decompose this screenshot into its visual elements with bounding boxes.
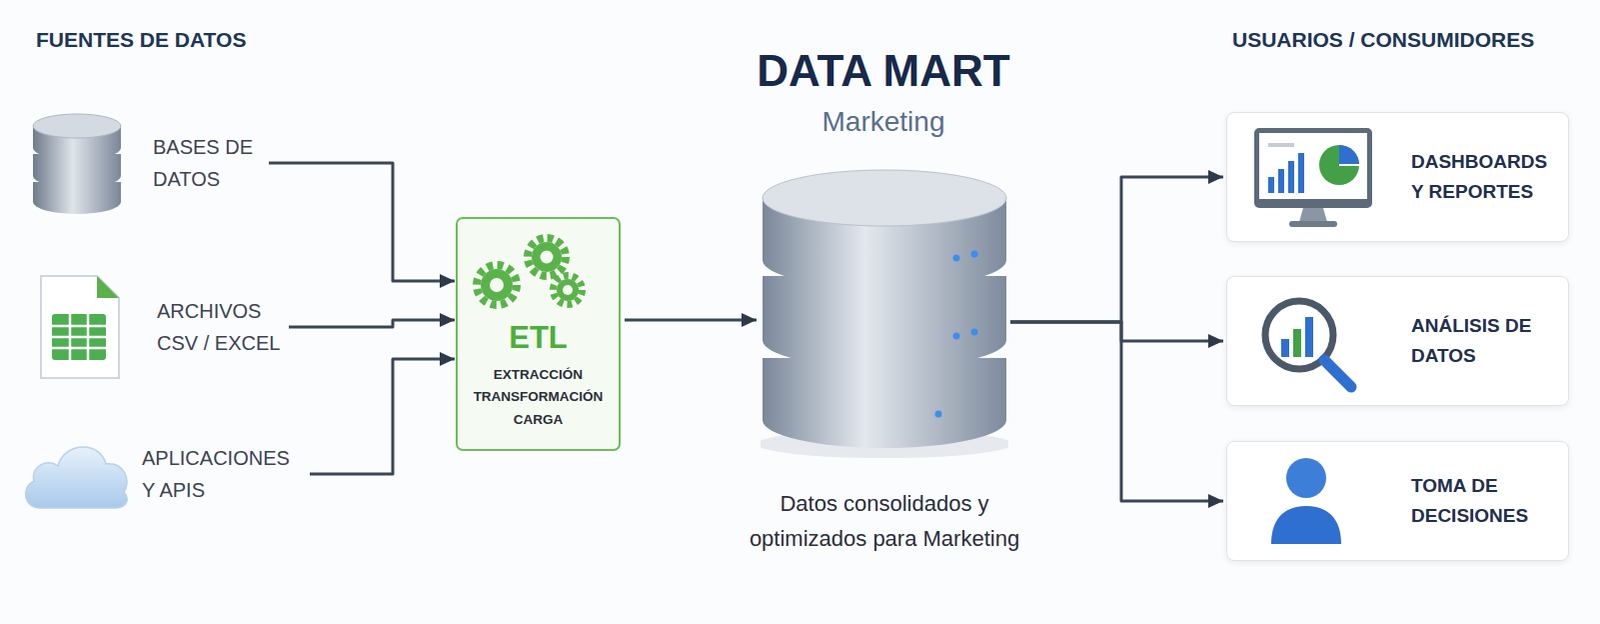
icon-part <box>556 278 579 301</box>
diagram-title: DATA MART <box>756 45 1010 96</box>
flow-arrow <box>1010 321 1224 341</box>
icon-part <box>1299 207 1328 222</box>
node-body: EXTRACCIÓN TRANSFORMACIÓN CARGA <box>463 363 614 431</box>
icon-part <box>1293 328 1302 357</box>
consumer-box: DASHBOARDS Y REPORTES <box>1226 111 1570 242</box>
node-label: Datos consolidados y optimizados para Ma… <box>720 485 1049 556</box>
icon-part <box>51 313 106 360</box>
icon-part <box>1281 338 1290 357</box>
node-label: ANÁLISIS DE DATOS <box>1411 310 1559 372</box>
icon-part <box>1278 168 1285 193</box>
icon-part <box>1254 127 1373 208</box>
subtitle: Marketing <box>822 105 946 138</box>
icon-part <box>96 275 119 298</box>
icon-part <box>1271 505 1342 544</box>
icon-part <box>40 275 119 378</box>
gears-icon <box>455 216 621 317</box>
node-label: DASHBOARDS Y REPORTES <box>1411 146 1559 208</box>
icon-part <box>527 237 566 276</box>
icon-part <box>24 446 127 508</box>
icon-part <box>562 284 573 295</box>
icon-part <box>953 332 961 340</box>
node-label: TOMA DE DECISIONES <box>1411 470 1559 532</box>
spreadsheet-icon <box>36 273 121 380</box>
icon-part <box>762 357 1007 448</box>
icon-part <box>1339 144 1360 165</box>
cloud-icon <box>19 435 134 512</box>
icon-part <box>489 277 504 292</box>
monitor-icon <box>1253 126 1374 231</box>
icon-part <box>1298 152 1305 193</box>
consumer-box: ANÁLISIS DE DATOS <box>1226 275 1570 406</box>
icon-part <box>935 410 943 418</box>
icon-part <box>1339 163 1360 166</box>
node-label: APLICACIONES Y APIS <box>141 441 304 506</box>
icon-part <box>552 274 582 304</box>
icon-part <box>480 268 513 301</box>
consumer-box: TOMA DE DECISIONES <box>1226 440 1570 561</box>
etl-process-box: ETL EXTRACCIÓN TRANSFORMACIÓN CARGA <box>455 216 621 451</box>
node-label: BASES DE DATOS <box>152 130 263 195</box>
icon-part <box>762 169 1007 226</box>
icon-part <box>1319 144 1360 185</box>
flow-arrow <box>1010 176 1224 322</box>
magnifier-icon <box>1257 292 1362 393</box>
icon-part <box>953 254 961 262</box>
icon-part <box>1289 220 1338 227</box>
section-heading: FUENTES DE DATOS <box>35 27 246 52</box>
datamart-cylinder <box>760 167 1009 458</box>
icon-part <box>1286 457 1327 498</box>
icon-part <box>539 249 553 263</box>
flow-arrow <box>288 319 455 327</box>
icon-part <box>762 275 1007 368</box>
flow-arrow <box>309 358 455 474</box>
icon-part <box>1268 176 1275 193</box>
icon-part <box>476 237 583 305</box>
datamart-node: Datos consolidados y optimizados para Ma… <box>760 167 1009 458</box>
icon-part <box>51 313 106 360</box>
icon-part <box>1259 132 1368 199</box>
icon-part <box>531 241 562 272</box>
icon-part <box>971 328 979 336</box>
section-heading: USUARIOS / CONSUMIDORES <box>1232 27 1535 52</box>
source-item: BASES DE DATOS <box>30 109 263 216</box>
database-icon <box>30 109 123 216</box>
source-item: APLICACIONES Y APIS <box>19 435 304 512</box>
node-label: ARCHIVOS CSV / EXCEL <box>156 294 283 359</box>
icon-part <box>1268 142 1295 147</box>
icon-part <box>1324 359 1352 387</box>
node-label: ETL <box>508 318 568 356</box>
icon-part <box>1305 316 1314 357</box>
icon-part <box>32 113 121 138</box>
flow-arrow <box>1010 321 1224 501</box>
source-item: ARCHIVOS CSV / EXCEL <box>34 273 283 380</box>
icon-part <box>1288 160 1295 193</box>
flow-arrow <box>624 318 757 322</box>
icon-part <box>476 264 517 305</box>
person-icon <box>1267 455 1346 546</box>
icon-part <box>971 250 979 258</box>
flow-arrow <box>268 162 455 281</box>
